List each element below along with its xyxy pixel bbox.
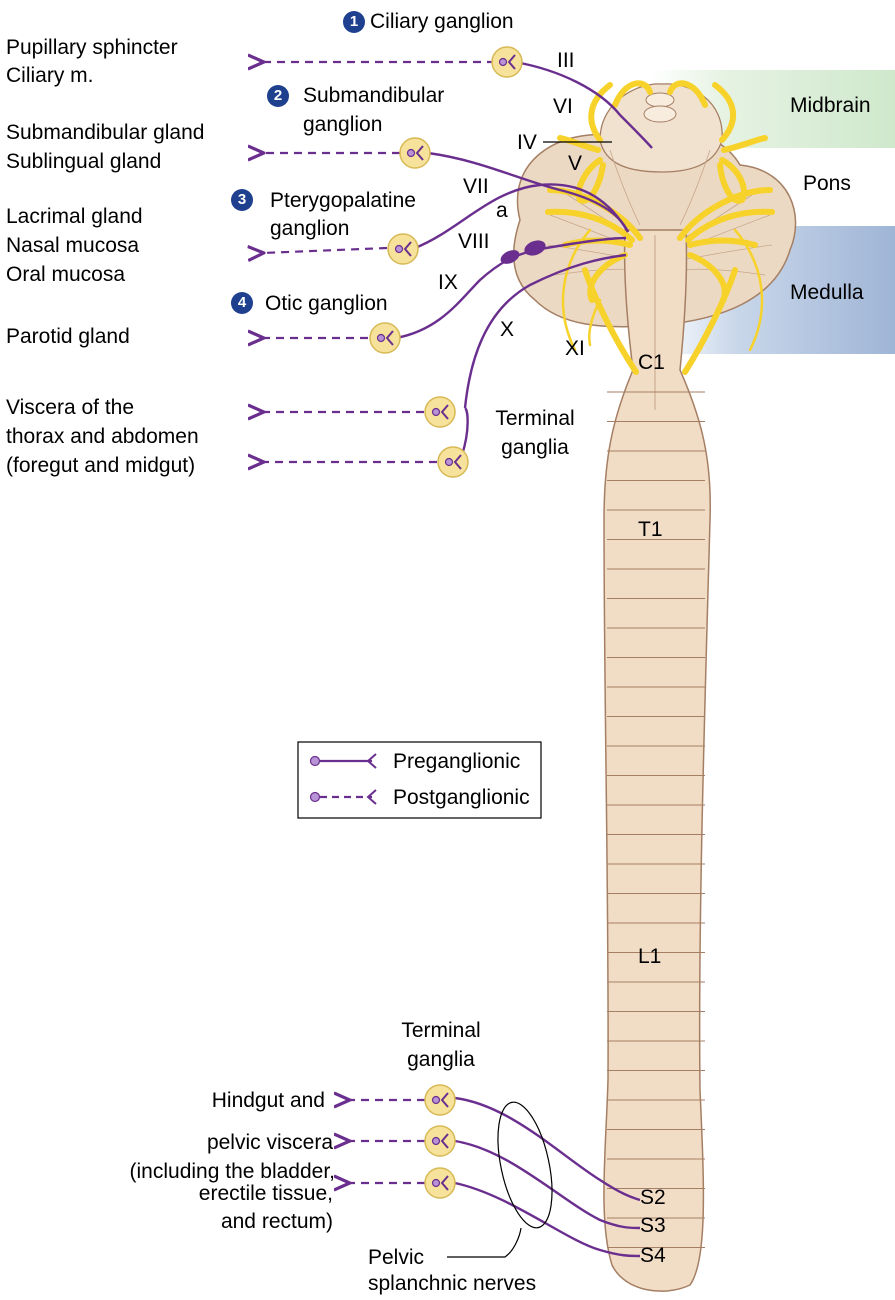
ganglion-cell-body [500,59,507,66]
ganglion-4-label: Otic ganglion [265,292,388,316]
ganglion-cell-body [378,335,385,342]
ganglion-3-label-line2: ganglion [270,217,349,241]
pons-label: Pons [803,172,851,196]
ganglion-cell-body [433,1180,440,1187]
ganglion-cell-body [433,1097,440,1104]
cn-v-label: V [568,152,582,176]
medulla-label: Medulla [790,281,864,305]
terminal-ganglia-lower-2: ganglia [386,1048,496,1072]
cn-iv-label: IV [517,131,537,155]
target-vagal-2: thorax and abdomen [6,425,199,449]
target-submandibular-1: Submandibular gland [6,121,204,145]
cn-xi-label: XI [565,337,585,361]
ganglion-cell-body [446,459,453,466]
pelvic-splanchnic-label-2: splanchnic nerves [368,1272,536,1296]
cn-x-label: X [500,318,514,342]
target-pelvic-3: (including the bladder, [130,1160,335,1184]
ganglion-2-badge: 2 [267,85,289,107]
level-t1-label: T1 [638,518,663,542]
cn-vii-label: VII [463,175,489,199]
ganglion-2-label-line2: ganglion [303,113,382,137]
pelvic-splanchnic-pointer [447,1228,521,1257]
target-vagal-3: (foregut and midgut) [6,454,195,478]
cn-viii-label: VIII [458,230,490,254]
terminal-ganglia-upper-1: Terminal [480,407,590,431]
legend-postganglionic-label: Postganglionic [393,786,530,810]
target-pelvic-1: Hindgut and [212,1089,325,1113]
ganglion-cell-body [433,1138,440,1145]
colliculus-upper [646,93,674,107]
cn-iii-label: III [557,49,575,73]
target-submandibular-2: Sublingual gland [6,150,161,174]
target-pterygopalatine-1: Lacrimal gland [6,205,143,229]
midbrain-label: Midbrain [790,94,871,118]
target-pelvic-5: and rectum) [221,1210,333,1234]
ganglion-4-badge: 4 [231,292,253,314]
target-pterygopalatine-3: Oral mucosa [6,263,125,287]
ganglion-3-label-line1: Pterygopalatine [270,189,416,213]
legend-preganglionic-label: Preganglionic [393,750,520,774]
level-c1-label: C1 [638,351,665,375]
pelvic-splanchnic-label-1: Pelvic [368,1246,424,1270]
cn-ix-label: IX [438,271,458,295]
target-ciliary-2: Ciliary m. [6,64,94,88]
level-s2-label: S2 [640,1186,666,1210]
level-l1-label: L1 [638,945,661,969]
target-pelvic-4: erectile tissue, [199,1182,333,1206]
colliculus-lower [644,106,676,122]
level-s4-label: S4 [640,1244,666,1268]
terminal-ganglia-lower-1: Terminal [386,1019,496,1043]
terminal-ganglia-upper-2: ganglia [480,436,590,460]
target-pelvic-2: pelvic viscera [207,1131,333,1155]
ganglion-cell-body [396,246,403,253]
ganglion-1-badge: 1 [343,11,365,33]
cn-a-label: a [496,199,508,223]
target-ciliary-1: Pupillary sphincter [6,36,178,60]
ganglion-cell-body [408,150,415,157]
spinal-cord [604,230,710,1291]
ganglion-cell-body [433,409,440,416]
ganglion-3-badge: 3 [231,189,253,211]
ganglion-2-label-line1: Submandibular [303,84,444,108]
target-otic-1: Parotid gland [6,325,130,349]
cn-vi-label: VI [553,95,573,119]
level-s3-label: S3 [640,1214,666,1238]
target-pterygopalatine-2: Nasal mucosa [6,234,139,258]
ganglion-1-label: Ciliary ganglion [370,10,514,34]
target-vagal-1: Viscera of the [6,396,134,420]
